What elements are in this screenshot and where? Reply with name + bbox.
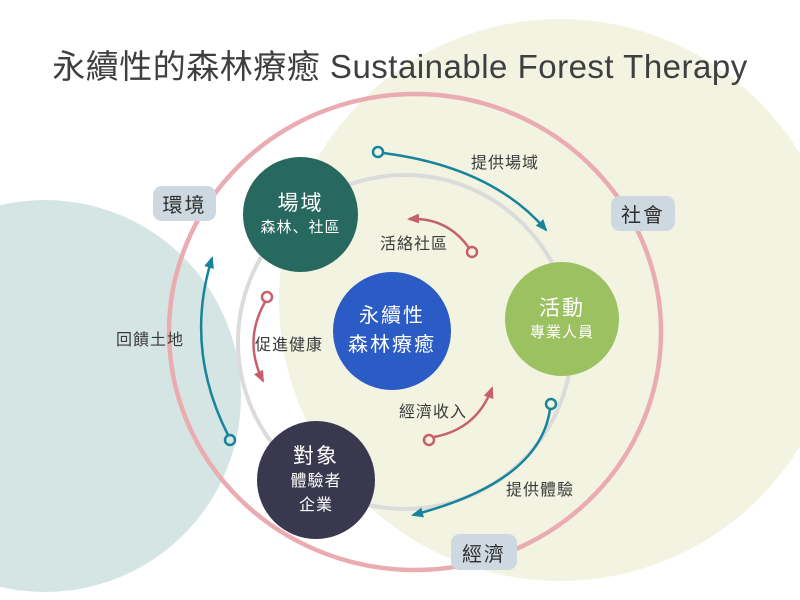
arrow-label-provide-venue: 提供場域 [470, 155, 540, 172]
node-activity-name: 活動 [539, 296, 585, 320]
arrow-start-dot-icon [223, 433, 237, 447]
region-label-society: 社會 [611, 196, 675, 231]
arrow-provide-venue [371, 145, 548, 232]
arrow-give-back-land [199, 256, 237, 447]
arrow-label-give-back-land: 回饋土地 [115, 332, 185, 349]
arrow-start-dot-icon [371, 145, 385, 159]
arrow-label-provide-experience: 提供體驗 [505, 482, 575, 499]
arrow-label-economic-income: 經濟收入 [398, 404, 468, 421]
node-center: 永續性 森林療癒 [333, 272, 451, 390]
arrow-economic-income [422, 386, 494, 447]
arrow-curve [252, 301, 267, 383]
node-activity-detail: 專業人員 [529, 323, 594, 341]
arrow-provide-experience [411, 397, 558, 518]
node-audience: 對象 體驗者 企業 [257, 421, 375, 539]
background-circle-left [0, 200, 241, 592]
node-venue: 場域 森林、社區 [243, 157, 358, 272]
region-label-environment: 環境 [153, 186, 216, 221]
arrow-label-activate-community: 活絡社區 [379, 236, 449, 253]
outer-pink-ring [166, 91, 664, 573]
arrow-start-dot-icon [544, 397, 558, 411]
node-center-line2: 森林療癒 [348, 334, 436, 356]
node-venue-detail: 森林、社區 [260, 219, 341, 236]
page-title: 永續性的森林療癒 Sustainable Forest Therapy [52, 48, 748, 85]
node-center-line1: 永續性 [359, 305, 425, 327]
arrow-start-dot-icon [422, 433, 436, 447]
arrow-promote-health [252, 290, 274, 383]
node-venue-name: 場域 [277, 192, 324, 215]
arrow-start-dot-icon [465, 245, 479, 259]
node-activity: 活動 專業人員 [505, 262, 619, 376]
arrow-curve [407, 213, 471, 249]
region-label-economy: 經濟 [451, 534, 517, 570]
arrow-label-promote-health: 促進健康 [254, 337, 324, 354]
arrow-curve [382, 151, 548, 232]
arrow-activate-community [407, 213, 479, 259]
node-audience-detail1: 體驗者 [290, 472, 342, 490]
arrow-start-dot-icon [260, 290, 274, 304]
arrow-curve [433, 386, 494, 439]
node-audience-detail2: 企業 [298, 496, 333, 514]
node-audience-name: 對象 [293, 444, 339, 468]
arrow-curve [411, 408, 552, 518]
arrow-curve [199, 256, 230, 436]
